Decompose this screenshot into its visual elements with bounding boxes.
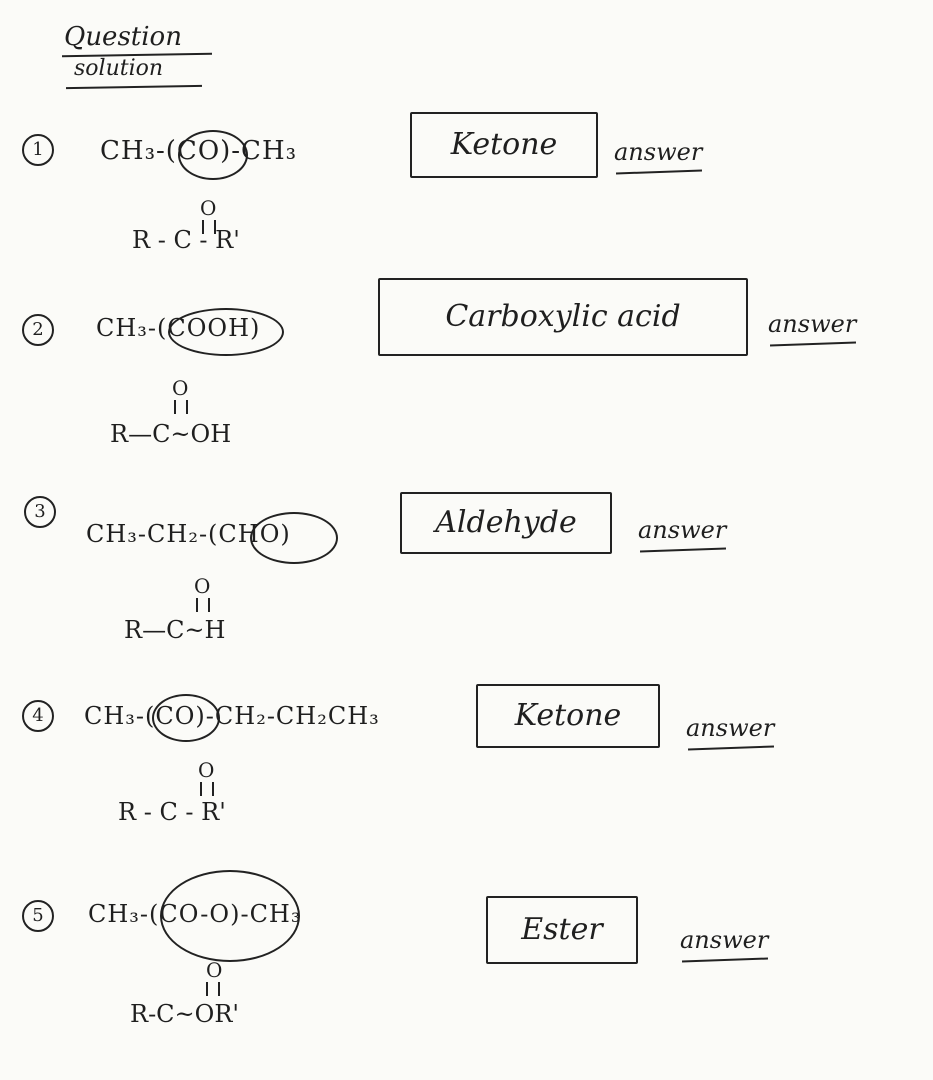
double-bond [206,982,220,996]
solution-underline [65,84,203,90]
generic-structure: R—C~H [124,616,226,644]
generic-structure: R - C - R' [132,226,240,254]
solution-heading: solution [74,56,164,81]
problem-formula: CH₃-(COOH) [96,314,261,342]
answer-box: Ketone [410,112,598,178]
generic-structure: R - C - R' [118,798,226,826]
double-bond [200,782,214,796]
functional-group-circle [152,694,220,742]
generic-structure: R-C~OR' [130,1000,239,1028]
problem-formula: CH₃-(CO)-CH₂-CH₂CH₃ [84,702,380,730]
answer-label: answer [680,926,769,954]
double-bond [174,400,188,414]
question-heading: Question [64,22,182,52]
problem-number: 3 [24,496,56,528]
double-bond [202,220,216,234]
carbonyl-oxygen: O [200,196,217,220]
carbonyl-oxygen: O [194,574,211,598]
answer-box: Ketone [476,684,660,748]
carbonyl-oxygen: O [172,376,189,400]
carbonyl-oxygen: O [206,958,223,982]
functional-group-circle [168,308,284,356]
answer-label: answer [638,516,727,544]
answer-box: Aldehyde [400,492,612,554]
answer-label: answer [686,714,775,742]
functional-group-circle [250,512,338,564]
problem-number: 4 [22,700,54,732]
problem-formula: CH₃-(CO-O)-CH₃ [88,900,302,928]
generic-structure: R—C~OH [110,420,232,448]
answer-box: Ester [486,896,638,964]
problem-number: 2 [22,314,54,346]
problem-formula: CH₃-(CO)-CH₃ [100,136,298,166]
problem-number: 1 [22,134,54,166]
functional-group-circle [160,870,300,962]
answer-label: answer [614,138,703,166]
answer-box: Carboxylic acid [378,278,748,356]
answer-label: answer [768,310,857,338]
problem-formula: CH₃-CH₂-(CHO) [86,520,291,548]
functional-group-circle [178,130,248,180]
double-bond [196,598,210,612]
problem-number: 5 [22,900,54,932]
carbonyl-oxygen: O [198,758,215,782]
